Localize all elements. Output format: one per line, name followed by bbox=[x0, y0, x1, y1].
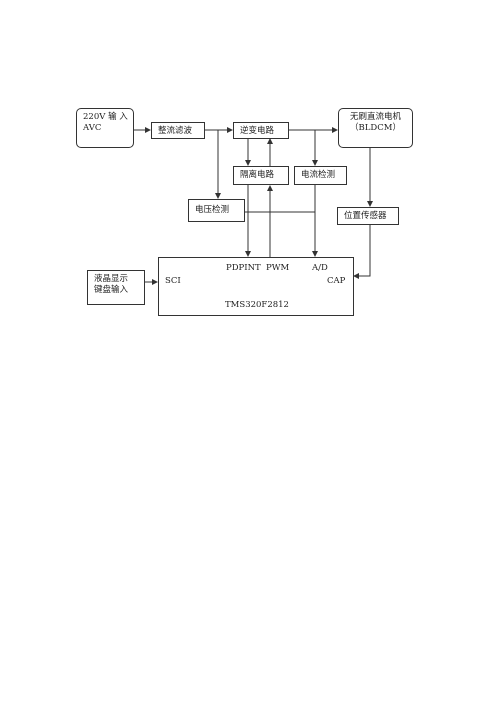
voltage-detect-box: 电压检测 bbox=[188, 199, 245, 222]
lcd-label-line2: 键盘输入 bbox=[94, 285, 129, 295]
motor-label-line2: （BLDCM） bbox=[350, 123, 401, 133]
inverter-box: 逆变电路 bbox=[233, 122, 289, 139]
input-label-line1: 220V 输 入 bbox=[83, 112, 128, 122]
dsp-pwm-label: PWM bbox=[266, 263, 290, 273]
input-label-line2: AVC bbox=[83, 123, 102, 133]
isolation-box: 隔离电路 bbox=[233, 166, 289, 185]
motor-box: 无刷直流电机 （BLDCM） bbox=[338, 108, 413, 148]
lcd-keyboard-box: 液晶显示 键盘输入 bbox=[87, 270, 145, 305]
current-detect-box: 电流检测 bbox=[294, 166, 347, 185]
lcd-label-line1: 液晶显示 bbox=[94, 274, 129, 284]
motor-label-line1: 无刷直流电机 bbox=[349, 112, 401, 122]
input-box: 220V 输 入 AVC bbox=[76, 108, 134, 148]
voltage-detect-label: 电压检测 bbox=[195, 205, 230, 215]
rectifier-label: 整流滤波 bbox=[158, 126, 193, 136]
dsp-chip-name: TMS320F2812 bbox=[225, 300, 289, 310]
dsp-sci-label: SCI bbox=[165, 276, 181, 286]
current-detect-label: 电流检测 bbox=[301, 170, 336, 180]
dsp-box: PDPINT PWM A/D SCI CAP TMS320F2812 bbox=[158, 257, 354, 316]
isolation-label: 隔离电路 bbox=[240, 170, 275, 180]
dsp-pdpint-label: PDPINT bbox=[226, 263, 261, 273]
arrow-position-sensor-to-cap bbox=[353, 225, 371, 279]
rectifier-box: 整流滤波 bbox=[151, 122, 205, 139]
inverter-label: 逆变电路 bbox=[240, 126, 275, 136]
dsp-ad-label: A/D bbox=[312, 263, 328, 273]
position-sensor-box: 位置传感器 bbox=[337, 207, 399, 225]
position-sensor-label: 位置传感器 bbox=[344, 211, 387, 221]
dsp-cap-label: CAP bbox=[327, 276, 346, 286]
